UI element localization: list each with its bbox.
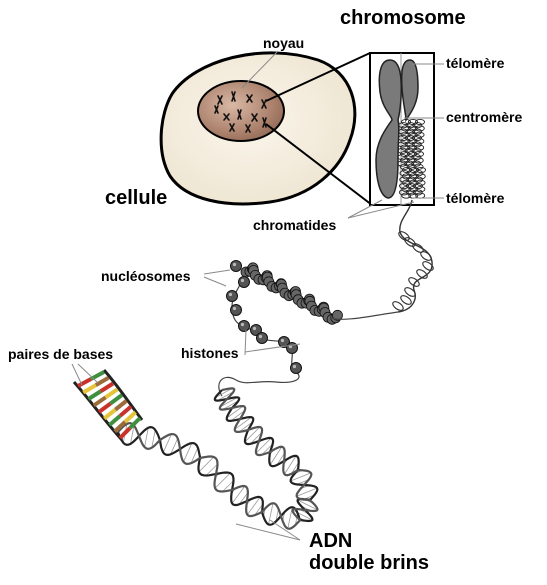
label-chromosome: chromosome [340,8,466,28]
label-paires-de-bases: paires de bases [8,347,113,361]
label-histones: histones [181,346,239,360]
solenoid-coils [391,230,435,312]
label-noyau: noyau [263,36,304,50]
label-nucleosomes: nucléosomes [101,269,190,283]
dna-double-helix [118,388,317,528]
nucleus [198,81,284,141]
label-telomere-bottom: télomère [446,191,504,205]
base-pair-ladder [74,370,142,440]
label-adn: ADN [309,531,352,551]
label-chromatides: chromatides [253,218,336,232]
label-cellule: cellule [105,188,167,208]
chromatin-30nm-fiber [241,263,343,325]
label-telomere-top: télomère [446,56,504,70]
label-double-brins: double brins [309,553,429,573]
label-centromere: centromère [446,110,522,124]
